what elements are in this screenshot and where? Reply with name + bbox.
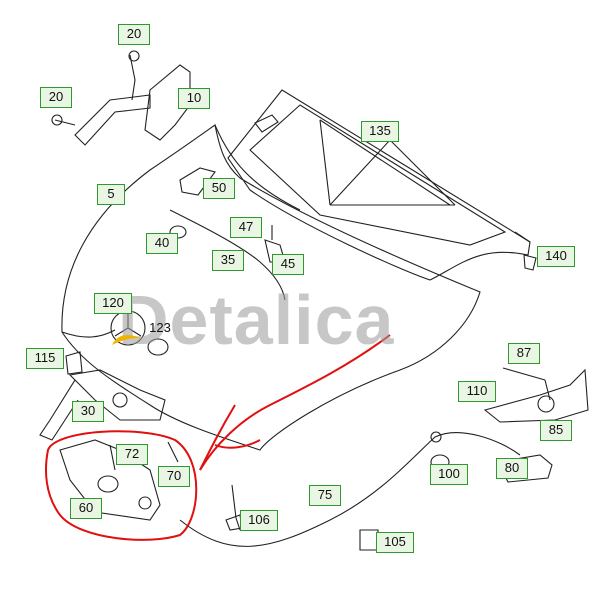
callout-115: 115 xyxy=(26,348,64,369)
hood-panel xyxy=(61,124,481,451)
callout-100: 100 xyxy=(430,464,468,485)
callout-135: 135 xyxy=(361,121,399,142)
callout-50: 50 xyxy=(203,178,235,199)
prop-rod xyxy=(169,209,286,301)
callout-72: 72 xyxy=(116,444,148,465)
safety-catch xyxy=(59,439,161,521)
callout-60: 60 xyxy=(70,498,102,519)
callout-45: 45 xyxy=(272,254,304,275)
callout-20a: 20 xyxy=(118,24,150,45)
hood-inner-frame xyxy=(227,89,531,281)
hinge xyxy=(144,64,191,141)
callout-40: 40 xyxy=(146,233,178,254)
callout-5: 5 xyxy=(97,184,125,205)
bracket xyxy=(483,368,589,423)
callout-87: 87 xyxy=(508,343,540,364)
red-annotation-circle xyxy=(45,430,198,541)
callout-47: 47 xyxy=(230,217,262,238)
callout-10: 10 xyxy=(178,88,210,109)
callout-30: 30 xyxy=(72,401,104,422)
callout-70: 70 xyxy=(158,466,190,487)
callout-85: 85 xyxy=(540,420,572,441)
callout-106: 106 xyxy=(240,510,278,531)
callout-120: 120 xyxy=(94,293,132,314)
release-cable xyxy=(179,432,521,547)
callout-140: 140 xyxy=(537,246,575,267)
callout-75: 75 xyxy=(309,485,341,506)
watermark-text: Detalica xyxy=(118,281,395,359)
callout-110: 110 xyxy=(458,381,496,402)
callout-80: 80 xyxy=(496,458,528,479)
watermark-logo-icon xyxy=(112,335,142,345)
callout-20b: 20 xyxy=(40,87,72,108)
callout-35: 35 xyxy=(212,250,244,271)
callout-123: 123 xyxy=(149,320,171,335)
callout-105: 105 xyxy=(376,532,414,553)
